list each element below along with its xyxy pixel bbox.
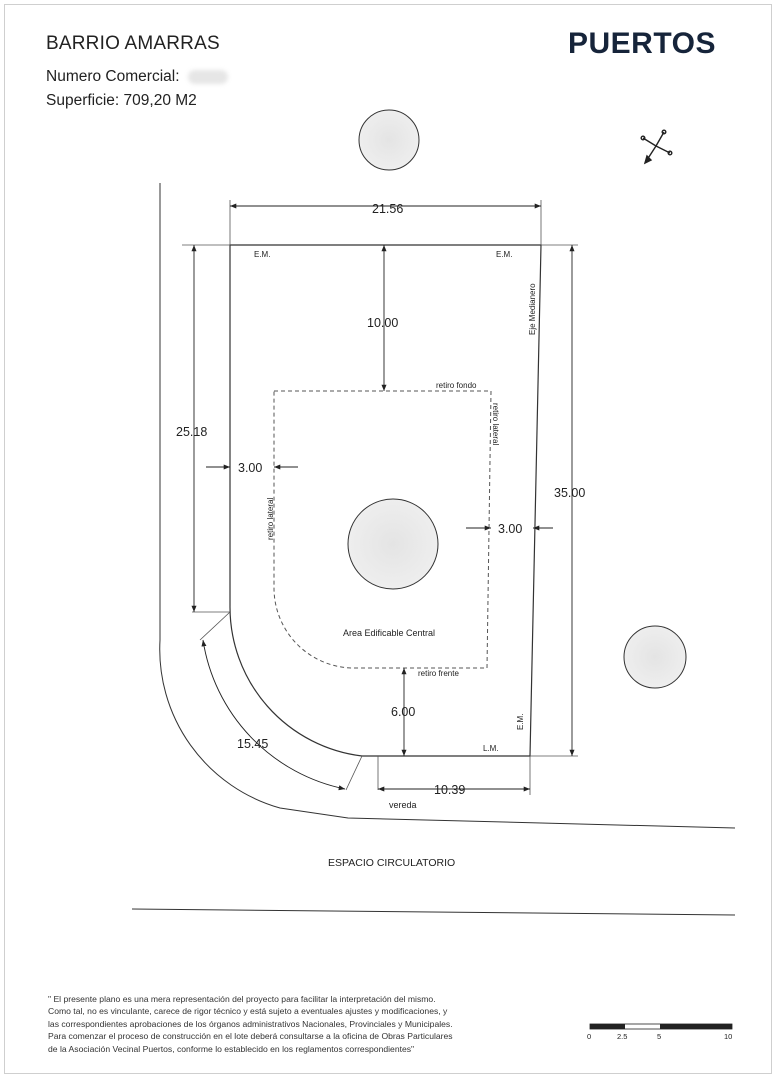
eje-medianero: Eje Medianero (528, 283, 537, 335)
retiro-fondo: retiro fondo (436, 381, 477, 390)
tree-icon (623, 625, 687, 689)
scale-tick-2: 5 (657, 1032, 661, 1041)
extension-lines (182, 200, 578, 795)
dimension-lines (191, 203, 575, 792)
numero-comercial-label: Numero Comercial: (46, 68, 180, 85)
page-title: BARRIO AMARRAS (46, 33, 220, 54)
lm-label: L.M. (483, 744, 499, 753)
page-frame (4, 4, 772, 1074)
disclaimer-line: de la Asociación Vecinal Puertos, confor… (48, 1043, 415, 1054)
em-top-right: E.M. (496, 250, 512, 259)
dim-fondo: 10.00 (367, 316, 398, 330)
scale-tick-3: 10 (724, 1032, 732, 1041)
dim-top: 21.56 (372, 202, 403, 216)
scale-tick-1: 2.5 (617, 1032, 627, 1041)
tree-icon (358, 109, 420, 171)
vereda: vereda (389, 800, 417, 810)
scale-bar: 0 2.5 5 10 (587, 1023, 733, 1041)
road-edge (131, 908, 736, 916)
dim-arc: 15.45 (237, 737, 268, 751)
retiro-frente: retiro frente (418, 669, 459, 678)
retiro-lateral-left: retiro lateral (266, 498, 275, 540)
dim-line-arc (201, 639, 346, 791)
street-lines (131, 183, 736, 916)
disclaimer-line: Para comenzar el proceso de construcción… (48, 1031, 453, 1042)
dim-bottom: 10.39 (434, 783, 465, 797)
street-edge (159, 183, 736, 829)
disclaimer-line: " El presente plano es una mera represen… (48, 994, 436, 1004)
puertos-logo: PUERTOS (568, 27, 716, 60)
dim-lateral-right: 3.00 (498, 522, 522, 536)
em-bottom-right: E.M. (516, 714, 525, 730)
dim-left: 25.18 (176, 425, 207, 439)
redacted-value (187, 69, 228, 84)
dim-right: 35.00 (554, 486, 585, 500)
dim-lateral-left: 3.00 (238, 461, 262, 475)
em-top-left: E.M. (254, 250, 270, 259)
compass-icon (640, 129, 673, 165)
dim-frente: 6.00 (391, 705, 415, 719)
disclaimer-line: Como tal, no es vinculante, carece de ri… (48, 1006, 448, 1017)
espacio-circulatorio: ESPACIO CIRCULATORIO (328, 857, 455, 869)
retiro-lateral-right: retiro lateral (491, 403, 500, 445)
disclaimer: " El presente plano es una mera represen… (48, 993, 538, 1055)
superficie: Superficie: 709,20 M2 (46, 92, 197, 109)
scale-tick-0: 0 (587, 1032, 591, 1041)
tree-icon (347, 498, 439, 590)
disclaimer-line: las correspondientes aprobaciones de los… (48, 1018, 453, 1029)
numero-comercial: Numero Comercial: (46, 68, 228, 86)
area-edificable: Area Edificable Central (343, 628, 435, 638)
